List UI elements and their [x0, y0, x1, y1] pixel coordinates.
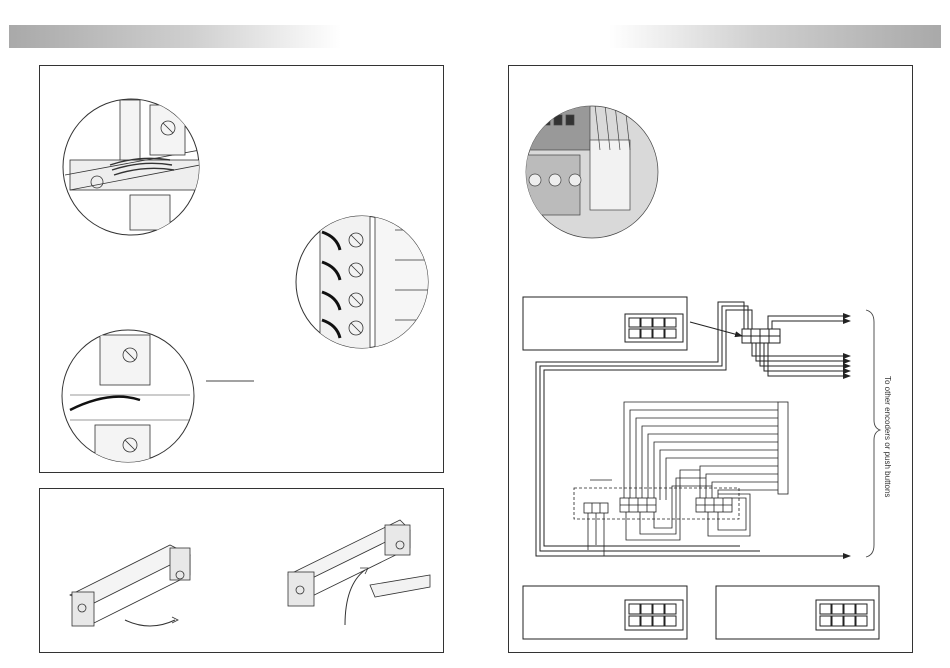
upper-connector — [690, 322, 780, 343]
terminal-block-step-1 — [70, 545, 190, 626]
bracket-brace — [866, 310, 880, 557]
magnifier-view-top — [63, 99, 200, 235]
connector-photo — [520, 105, 658, 238]
lower-module — [574, 480, 739, 556]
device-box-top-left — [523, 297, 687, 350]
terminal-block-step-2 — [288, 520, 430, 625]
terminal-strip — [778, 402, 788, 494]
magnifier-view-bottom — [62, 330, 194, 465]
side-label-text: To other encoders or push buttons — [883, 376, 892, 497]
magnifier-view-terminals — [296, 215, 430, 350]
device-box-bottom-left — [523, 586, 687, 639]
device-box-bottom-right — [716, 586, 879, 639]
